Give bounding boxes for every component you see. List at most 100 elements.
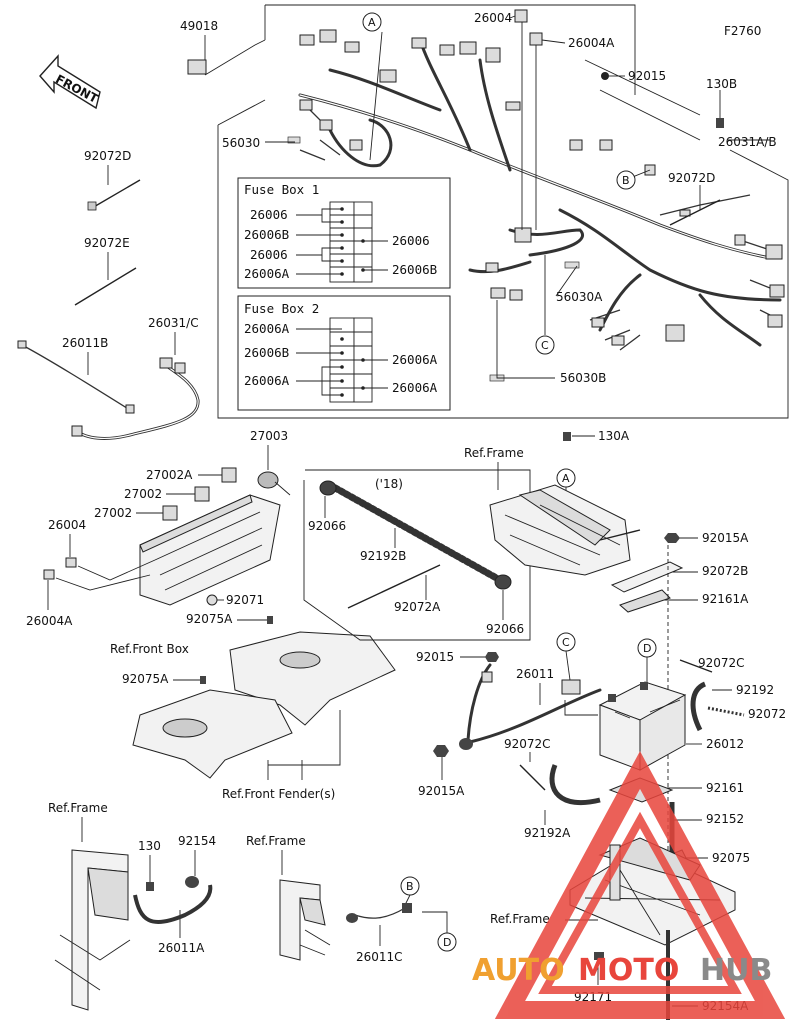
fuse-box-1: Fuse Box 1 26006 26006B 26006 26006A 260… [237, 177, 451, 289]
label-49018: 49018 [180, 19, 218, 33]
label-26004-top: 26004 [474, 11, 512, 25]
label-92075: 92075 [712, 851, 750, 865]
label-26004-mid: 26004 [48, 518, 86, 532]
label-92072E: 92072E [84, 236, 130, 250]
front-fenders [132, 616, 396, 779]
svg-text:26006A: 26006A [392, 380, 438, 395]
svg-text:C: C [541, 339, 549, 352]
label-92192B: 92192B [360, 549, 406, 563]
svg-text:D: D [443, 936, 451, 949]
label-92066-b: 92066 [486, 622, 524, 636]
label-92015A-top: 92015A [702, 531, 749, 545]
sub-harness-26031C [71, 357, 200, 440]
svg-text:26006: 26006 [250, 247, 288, 262]
connector-26004A-top [529, 32, 543, 46]
label-92015-mid: 92015 [416, 650, 454, 664]
label-92015-top: 92015 [628, 69, 666, 83]
label-92015A-mid: 92015A [418, 784, 465, 798]
nut-92015A-top [664, 533, 680, 543]
label-26004A-top: 26004A [568, 36, 615, 50]
label-56030B: 56030B [560, 371, 606, 385]
callout-A-top: A [362, 12, 382, 32]
cable-tie-92072 [707, 706, 745, 717]
connector-26004-top [514, 9, 528, 23]
nut-92015A-mid [433, 745, 449, 757]
frame-section-bm [279, 879, 412, 961]
front-box-relay-panel [43, 467, 291, 606]
svg-text:A: A [562, 472, 570, 485]
label-92072C-a: 92072C [698, 656, 745, 670]
svg-text:B: B [622, 174, 630, 187]
label-26011C: 26011C [356, 950, 403, 964]
fuse-box-2-title: Fuse Box 2 [244, 301, 319, 316]
label-ref-frame-top: Ref.Frame [464, 446, 524, 460]
callout-C-mid: C [556, 632, 576, 652]
cable-26011 [459, 663, 602, 750]
main-harness-frame [217, 4, 789, 419]
label-92152: 92152 [706, 812, 744, 826]
label-26011A: 26011A [158, 941, 205, 955]
logo-text-auto: AUTO [472, 953, 565, 988]
label-130B: 130B [706, 77, 737, 91]
bolt-130B [716, 118, 724, 128]
label-130A: 130A [598, 429, 630, 443]
logo-text-hub: HUB [700, 953, 772, 988]
connector-49018 [187, 59, 207, 75]
svg-text:C: C [562, 636, 570, 649]
label-26012: 26012 [706, 737, 744, 751]
strap-92072B [610, 561, 684, 593]
label-92161: 92161 [706, 781, 744, 795]
label-26011B: 26011B [62, 336, 108, 350]
year-18-group: ('18) [303, 469, 531, 641]
label-27003: 27003 [250, 429, 288, 443]
label-92072B: 92072B [702, 564, 748, 578]
callout-D-bottom: D [437, 932, 457, 952]
label-130: 130 [138, 839, 161, 853]
label-92075A-b: 92075A [122, 672, 169, 686]
callout-D-battery: D [637, 638, 657, 658]
svg-text:26006A: 26006A [392, 352, 438, 367]
frame-section-top [489, 484, 641, 576]
svg-text:26006B: 26006B [392, 262, 437, 277]
automotohub-logo [494, 751, 786, 1019]
svg-text:B: B [406, 880, 414, 893]
logo-text-moto: MOTO [578, 953, 679, 988]
label-56030A: 56030A [556, 290, 603, 304]
front-arrow-icon: FRONT [39, 54, 101, 110]
svg-text:D: D [643, 642, 651, 655]
svg-text:A: A [368, 16, 376, 29]
label-92192A: 92192A [524, 826, 571, 840]
label-92072D-right: 92072D [668, 171, 715, 185]
callout-B-bottom: B [400, 876, 420, 896]
label-92072C-b: 92072C [504, 737, 551, 751]
pad-92161A [619, 589, 671, 613]
main-wire-harness [287, 29, 785, 382]
label-92072A: 92072A [394, 600, 441, 614]
bolt-130A [563, 432, 571, 441]
label-92192: 92192 [736, 683, 774, 697]
label-ref-front-box: Ref.Front Box [110, 642, 189, 656]
label-26031C: 26031/C [148, 316, 199, 330]
cable-26011B [17, 340, 135, 414]
tube-92192A [549, 764, 601, 806]
clip-92171 [594, 952, 604, 960]
svg-text:26006: 26006 [250, 207, 288, 222]
nut-92015-top [601, 72, 609, 80]
fuse-box-2: Fuse Box 2 26006A 26006B 26006A 26006A 2… [237, 295, 451, 411]
svg-text:26006B: 26006B [244, 227, 289, 242]
label-27002-b: 27002 [94, 506, 132, 520]
label-26031AB: 26031A/B [718, 135, 777, 149]
label-92066-a: 92066 [308, 519, 346, 533]
label-92075A-a: 92075A [186, 612, 233, 626]
figure-code: F2760 [724, 24, 761, 38]
label-92072: 92072 [748, 707, 786, 721]
cable-tie-92072E [74, 267, 137, 306]
cable-tie-92072D [91, 179, 141, 209]
label-92072D-left: 92072D [84, 149, 131, 163]
label-26011: 26011 [516, 667, 554, 681]
label-ref-front-fender: Ref.Front Fender(s) [222, 787, 335, 801]
svg-text:26006B: 26006B [244, 345, 289, 360]
cable-tie-92072C-b [519, 764, 546, 791]
